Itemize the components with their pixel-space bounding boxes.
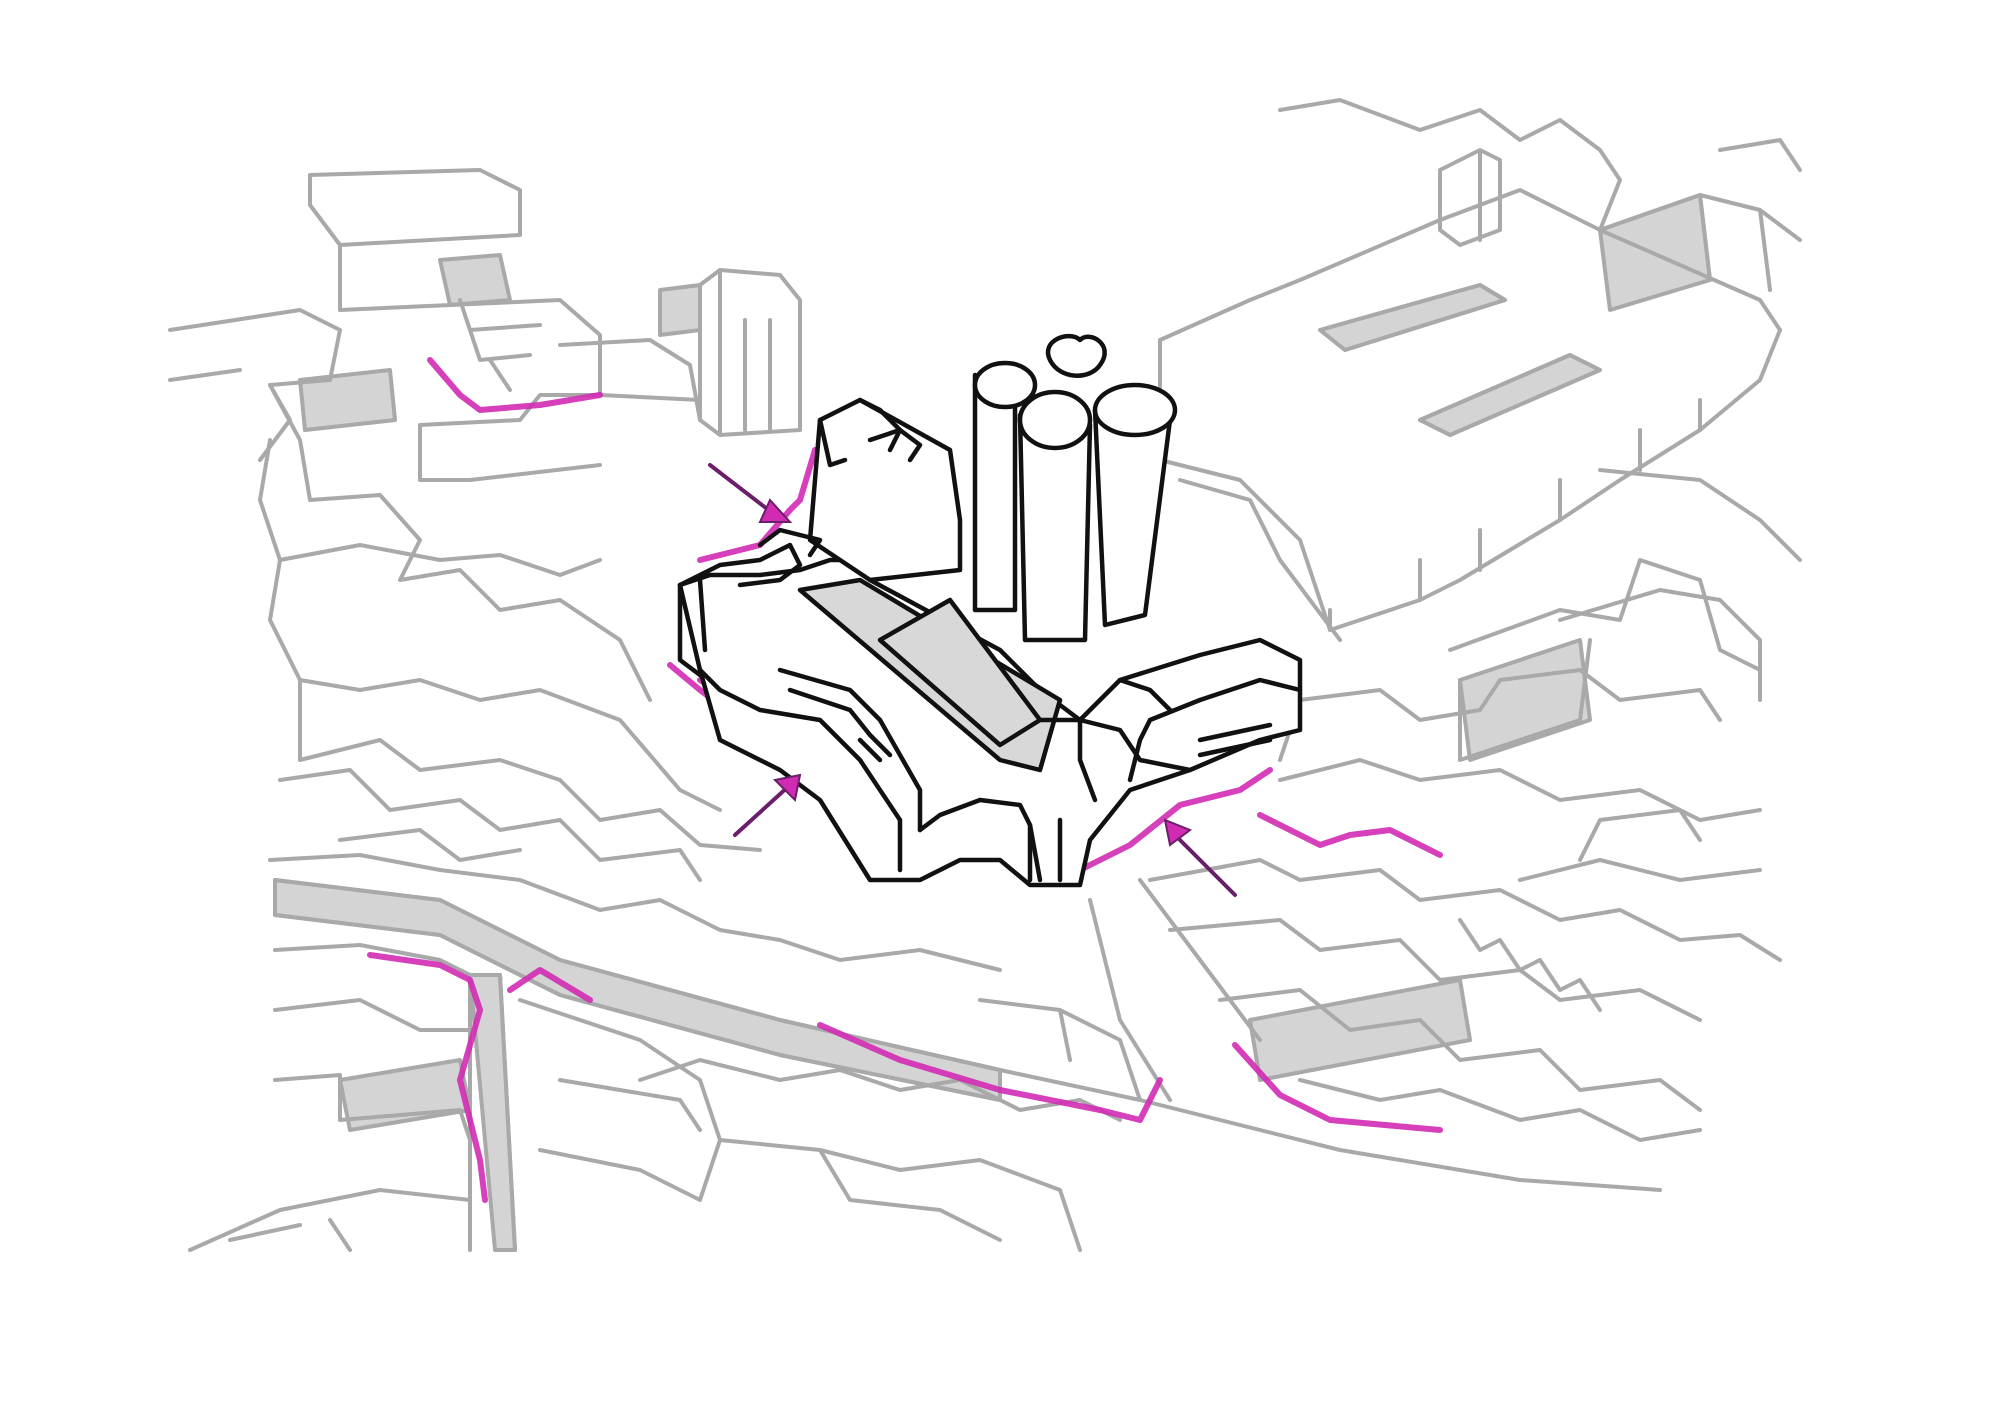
podium-east-notch [1117, 677, 1173, 713]
street-centre-left [1088, 898, 1172, 1102]
arrow-entrance-se [1163, 818, 1237, 897]
podium-east-end [1127, 677, 1303, 783]
frontage-nw [427, 357, 603, 413]
block-s-1 [518, 998, 722, 1202]
tower-centre-cap [1017, 389, 1093, 451]
block-w-row-4 [278, 543, 762, 852]
podium-east-stairs [1197, 722, 1273, 758]
block-ne-front [1158, 328, 1782, 632]
block-e-1 [1278, 758, 1762, 822]
podium-wall-west [677, 577, 708, 678]
surrounding-blocks [168, 98, 1802, 1252]
street-main-left-b [273, 913, 1002, 1102]
street-centre-right [1138, 878, 1262, 1042]
shadow-block-nw [438, 253, 512, 307]
block-ne-front-b [1178, 398, 1702, 642]
arrow-entrance-nw [708, 463, 793, 523]
podium-south-front-b [1027, 817, 1063, 883]
block-ne-courts [1318, 283, 1602, 437]
block-nw-inner [458, 298, 542, 392]
block-se-4 [1298, 1078, 1702, 1142]
street-main-left [273, 878, 1662, 1192]
block-nw-court [558, 338, 702, 422]
tower-left [972, 372, 1018, 613]
frontage-east [1257, 812, 1443, 858]
block-w-row-3 [258, 438, 722, 812]
frontage-s-street [507, 967, 593, 1003]
slab-north [807, 397, 963, 583]
slab-north-top [817, 397, 903, 468]
frontage-main-nw [697, 447, 818, 563]
block-se-2 [1168, 918, 1702, 1022]
tower-top-lobe [1045, 333, 1107, 378]
block-se-1 [1148, 858, 1782, 962]
frontage-south-block [817, 1022, 1163, 1123]
block-w-row-2 [268, 383, 652, 702]
block-e-terrace [1458, 918, 1602, 1012]
slab-roof-step [867, 427, 923, 463]
block-s-4 [978, 998, 1142, 1102]
podium-north-corner [677, 542, 803, 588]
tower-right-cap [1092, 382, 1178, 438]
block-e-4 [1558, 588, 1762, 702]
block-ne-top [1278, 98, 1622, 232]
block-e-3 [1448, 558, 1762, 762]
block-ne-tower [1438, 148, 1502, 247]
shadow-tower-nw [658, 283, 702, 337]
tower-centre [1017, 412, 1093, 643]
block-nw-top [308, 168, 522, 247]
entrance-arrows [708, 463, 1237, 897]
frontage-se-block [1232, 1042, 1443, 1133]
shadow-se-terrace [1458, 638, 1592, 762]
podium-nw-steps [757, 527, 823, 558]
block-e-edge [1598, 468, 1802, 562]
block-s-2 [718, 1138, 1082, 1252]
podium-east-wing [1037, 717, 1193, 773]
block-sw-2 [188, 1188, 472, 1252]
podium-terrace [777, 667, 923, 833]
block-nw-mid [338, 243, 602, 482]
shadow-roof-court-1 [1318, 283, 1507, 352]
tower-right [1092, 407, 1173, 628]
podium-se-wall [1077, 717, 1098, 803]
tower-left-cap [972, 360, 1038, 410]
block-se-5 [1518, 808, 1762, 882]
block-sw-1 [273, 943, 472, 1142]
block-se-3 [1218, 988, 1702, 1112]
block-ne-side [1598, 138, 1802, 292]
podium-wall-sw [697, 667, 903, 873]
frontage-sw-street [367, 952, 488, 1203]
shadow-roof-court-2 [1418, 353, 1602, 437]
block-e-2 [1278, 668, 1722, 762]
main-building [677, 333, 1303, 888]
block-w-row-5 [278, 768, 702, 882]
frontage-main-s [1077, 767, 1273, 873]
arrow-entrance-sw [733, 773, 802, 837]
podium-stairs [857, 732, 893, 763]
shadow-street-left [273, 878, 1002, 1102]
shadow-w-block [298, 368, 397, 432]
block-w-row-6 [268, 853, 1002, 972]
tower-nw [698, 268, 802, 437]
